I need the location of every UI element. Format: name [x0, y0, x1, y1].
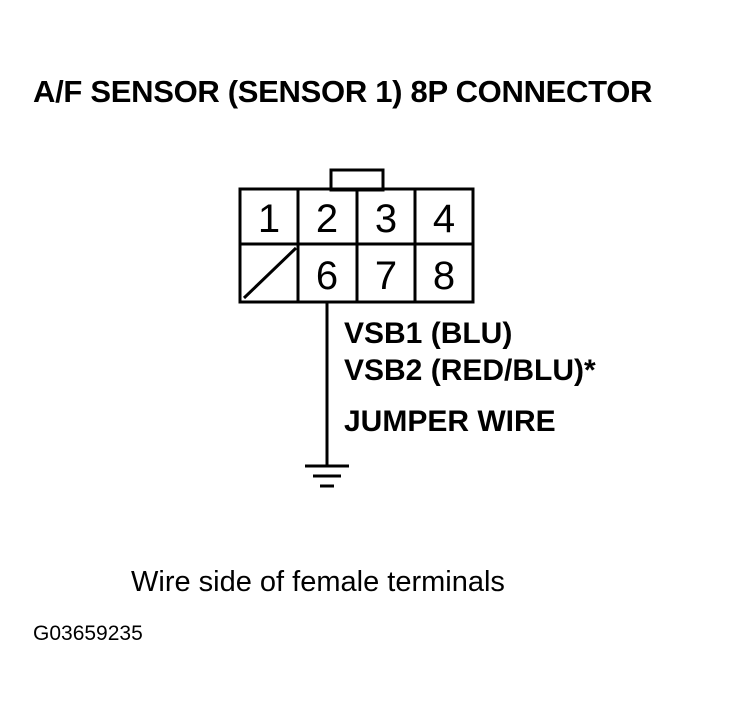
connector-lock-tab — [329, 168, 385, 192]
pin-4-label: 4 — [433, 197, 455, 241]
pin-1-label: 1 — [258, 197, 280, 241]
pin-3-label: 3 — [375, 197, 397, 241]
empty-cavity-slash — [242, 246, 298, 300]
jumper-wire-label: JUMPER WIRE — [344, 405, 556, 438]
diagram-title: A/F SENSOR (SENSOR 1) 8P CONNECTOR — [33, 74, 652, 109]
view-caption: Wire side of female terminals — [131, 566, 505, 598]
wire-label-vsb1: VSB1 (BLU) — [344, 317, 512, 350]
pin-7-label: 7 — [375, 254, 397, 298]
ground-icon — [305, 464, 349, 488]
pin-2-label: 2 — [316, 197, 338, 241]
pin-8-label: 8 — [433, 254, 455, 298]
figure-code: G03659235 — [33, 622, 143, 645]
pin-6-label: 6 — [316, 254, 338, 298]
wire-label-vsb2: VSB2 (RED/BLU)* — [344, 354, 596, 387]
